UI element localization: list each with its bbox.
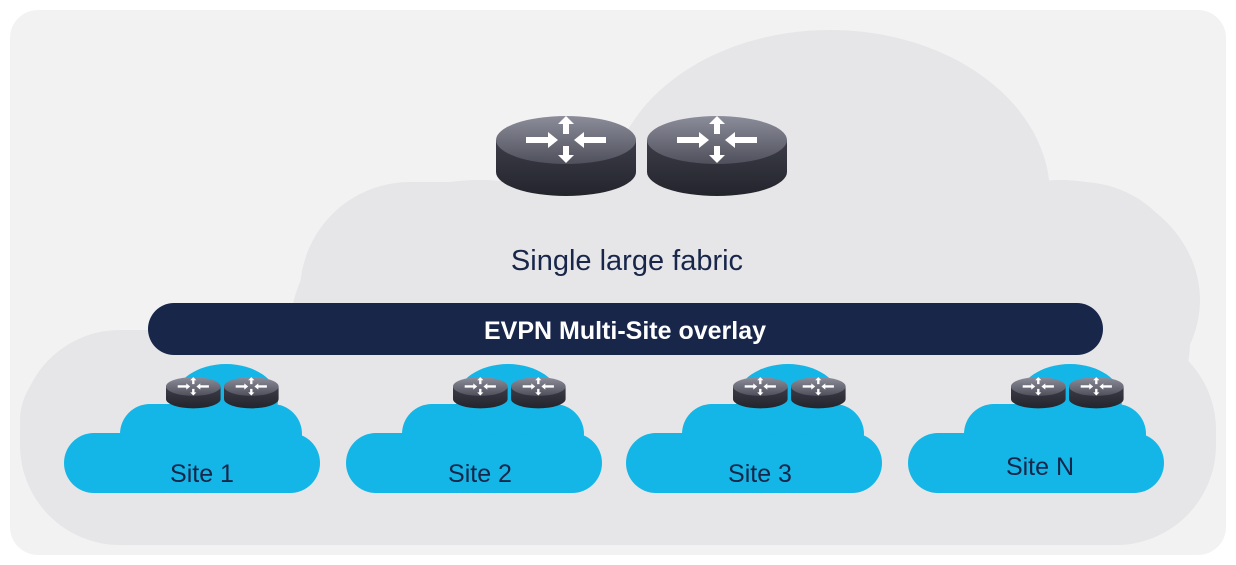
overlay-label: EVPN Multi-Site overlay [484, 317, 766, 345]
site-router-icon [791, 377, 846, 409]
fabric-label: Single large fabric [511, 245, 743, 277]
overlay-bar [148, 303, 1103, 355]
site-router-icon [1011, 377, 1066, 409]
spine-router-2-icon [647, 116, 787, 196]
site-cloud-icon [346, 364, 602, 493]
site-label: Site N [1006, 453, 1074, 481]
site-1: Site 1 [64, 364, 320, 493]
site-3: Site 3 [626, 364, 882, 493]
site-label: Site 2 [448, 460, 512, 488]
site-router-icon [1069, 377, 1124, 409]
site-router-icon [166, 377, 221, 409]
site-router-icon [224, 377, 279, 409]
site-n: Site N [908, 364, 1164, 493]
site-label: Site 3 [728, 460, 792, 488]
site-2: Site 2 [346, 364, 602, 493]
spine-router-1-icon [496, 116, 636, 196]
site-router-icon [733, 377, 788, 409]
site-label: Site 1 [170, 460, 234, 488]
site-router-icon [511, 377, 566, 409]
site-router-icon [453, 377, 508, 409]
